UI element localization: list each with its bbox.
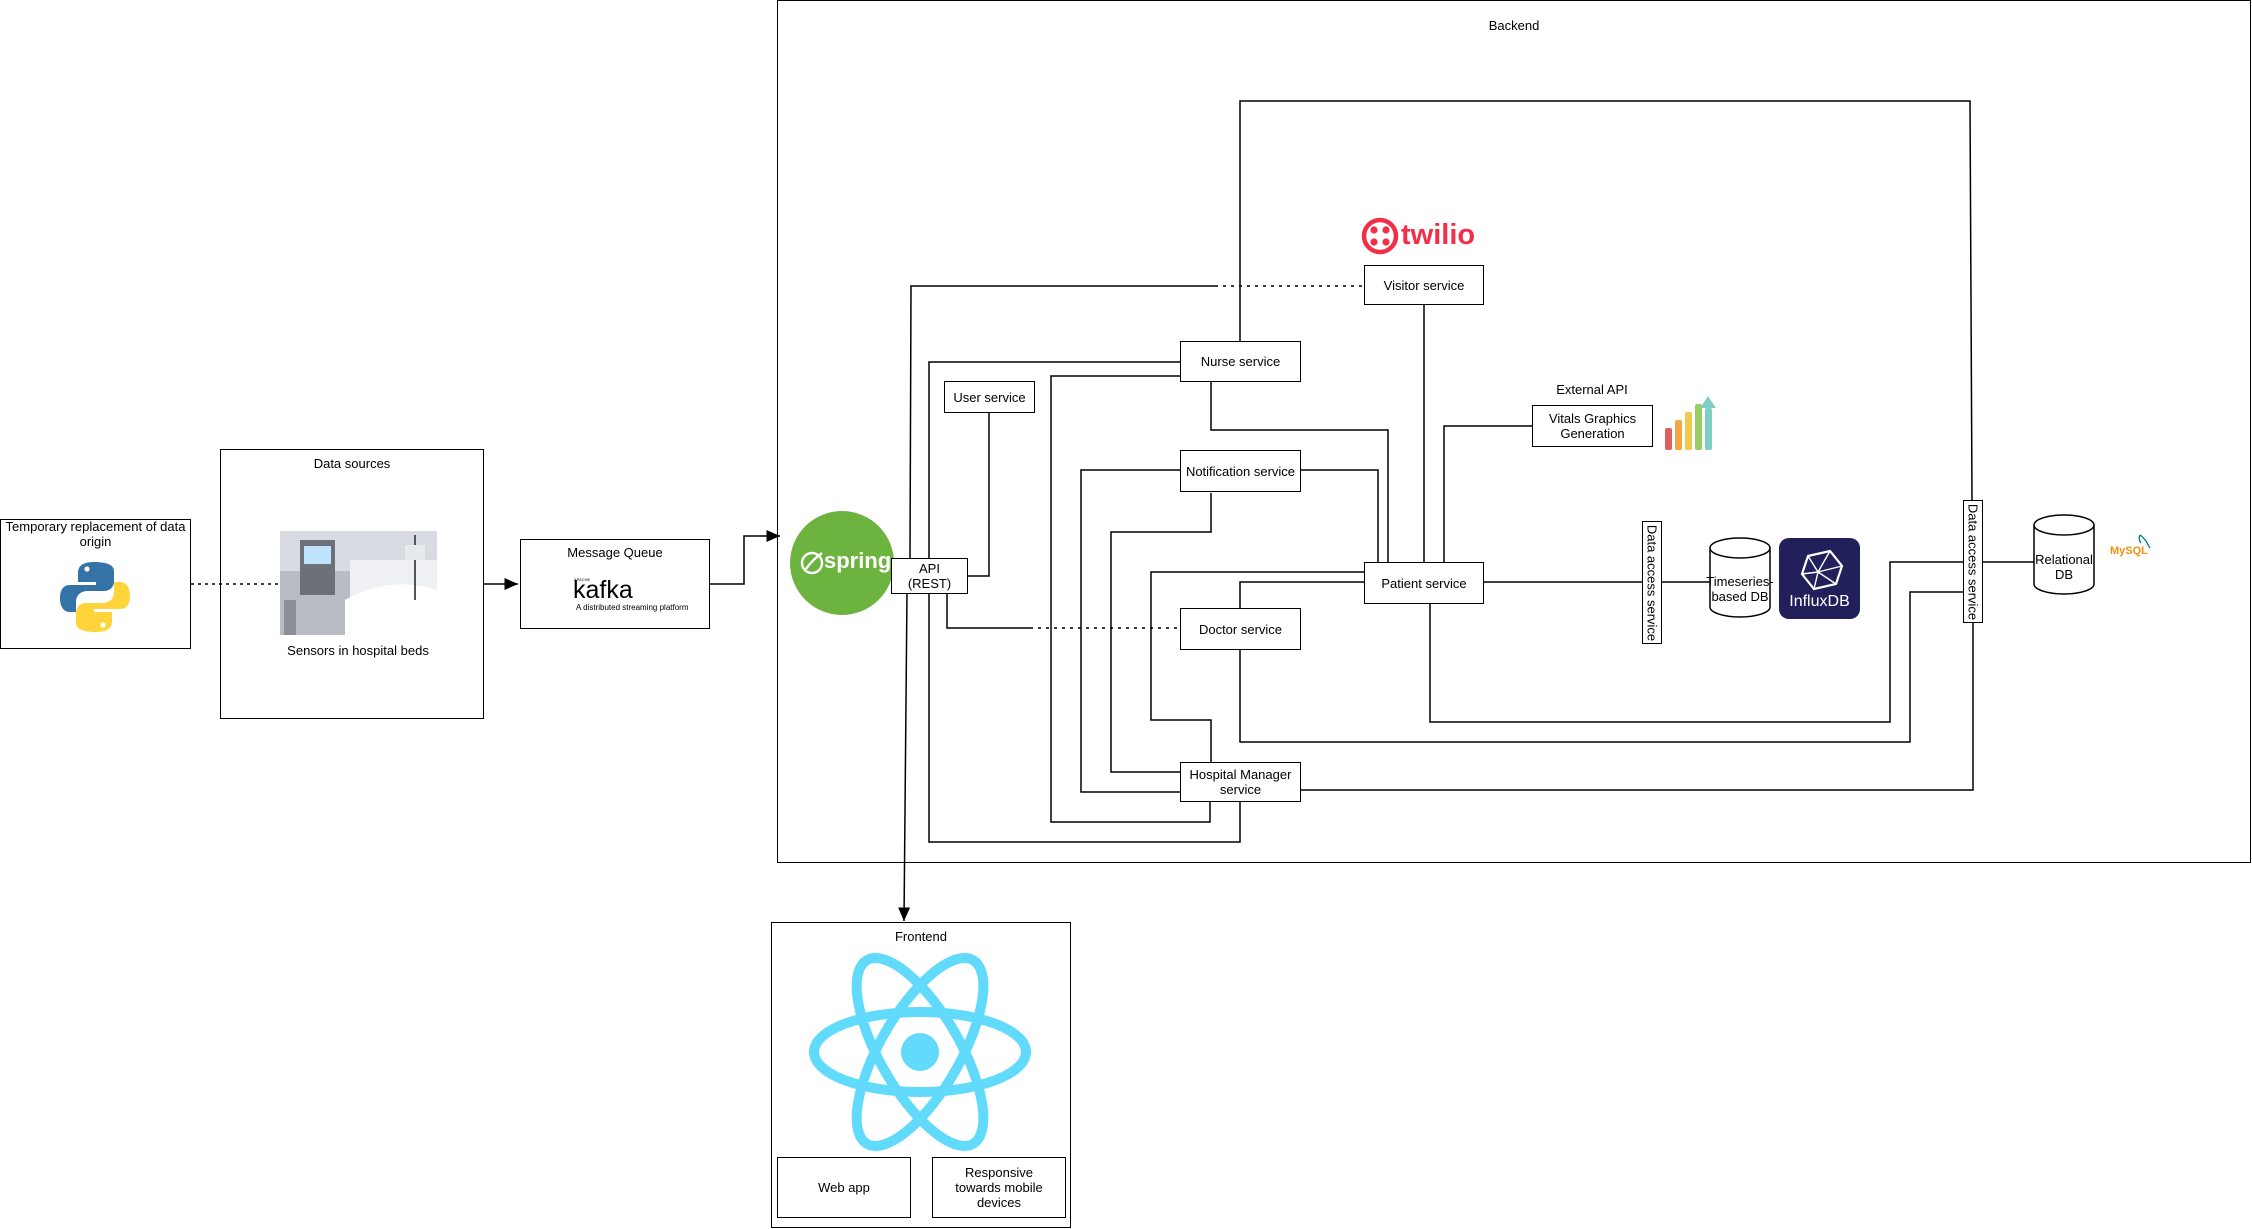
vitals-graphics-label: Vitals Graphics Generation — [1548, 411, 1637, 441]
connector-api-to-visitor — [909, 285, 1215, 559]
mysql-wordmark: MySQL — [2110, 545, 2148, 557]
user-service-label: User service — [953, 389, 1026, 405]
connector-top-loop — [1239, 100, 1973, 501]
message-queue-container — [520, 539, 710, 629]
twilio-wordmark: twilio — [1401, 219, 1476, 251]
api-label: API (REST) — [907, 561, 952, 591]
connector-kafka-to-backend — [710, 530, 780, 585]
patient-service-label: Patient service — [1381, 575, 1467, 591]
hospital-manager-service-box: Hospital Manager service — [1180, 762, 1301, 802]
react-logo-icon — [809, 953, 1031, 1151]
api-box: API (REST) — [891, 558, 968, 594]
kafka-super-text: APACHE — [574, 577, 591, 582]
frontend-container — [771, 922, 1071, 1228]
web-app-box: Web app — [777, 1157, 911, 1218]
kafka-wordmark: kafka — [573, 576, 633, 604]
data-access-service-1-label: Data access service — [1644, 524, 1660, 641]
influxdb-logo-icon — [1779, 538, 1860, 619]
connector-api-to-frontend — [898, 591, 911, 922]
timeseries-db-label: Timeseries-based DB — [1706, 574, 1774, 604]
data-access-service-1: Data access service — [1642, 521, 1662, 644]
backend-container — [777, 0, 2251, 863]
patient-service-box: Patient service — [1364, 562, 1484, 604]
user-service-box: User service — [944, 381, 1035, 413]
vitals-graphics-box: Vitals Graphics Generation — [1532, 405, 1653, 447]
react-logo-core — [901, 1033, 939, 1071]
spring-leaf-icon — [800, 551, 824, 575]
sensors-caption: Sensors in hospital beds — [287, 643, 429, 658]
bar-chart-icon — [1665, 396, 1716, 450]
message-queue-title: Message Queue — [567, 545, 663, 560]
notification-service-box: Notification service — [1180, 450, 1301, 492]
connector-api-nurse-loop — [928, 361, 1241, 843]
spring-logo-circle — [790, 511, 894, 615]
data-access-service-2-label: Data access service — [1965, 503, 1981, 620]
data-access-service-2: Data access service — [1963, 500, 1983, 623]
responsive-box: Responsive towards mobile devices — [932, 1157, 1066, 1218]
origin-container — [0, 519, 191, 649]
visitor-service-box: Visitor service — [1364, 265, 1484, 305]
notification-service-label: Notification service — [1185, 463, 1296, 479]
nurse-service-label: Nurse service — [1200, 354, 1281, 369]
influxdb-wordmark: InfluxDB — [1789, 593, 1850, 610]
doctor-service-label: Doctor service — [1198, 621, 1283, 637]
frontend-title: Frontend — [894, 929, 948, 944]
doctor-service-box: Doctor service — [1180, 608, 1301, 650]
kafka-tagline: A distributed streaming platform — [576, 603, 689, 612]
mysql-dolphin-icon — [2138, 534, 2151, 549]
hospital-manager-service-label: Hospital Manager service — [1189, 767, 1292, 797]
data-sources-title: Data sources — [313, 456, 391, 471]
web-app-label: Web app — [818, 1180, 870, 1195]
hospital-bed-photo — [280, 531, 437, 635]
spring-wordmark: spring — [824, 548, 892, 573]
visitor-service-label: Visitor service — [1383, 277, 1465, 293]
python-logo-icon — [60, 562, 130, 632]
origin-title: Temporary replacement of data origin — [5, 519, 186, 549]
responsive-label: Responsive towards mobile devices — [955, 1165, 1043, 1210]
relational-db-cylinder — [2033, 514, 2095, 595]
nurse-service-box: Nurse service — [1180, 341, 1301, 382]
backend-title: Backend — [1488, 18, 1540, 33]
timeseries-db-cylinder — [1709, 537, 1771, 618]
data-sources-container — [220, 449, 484, 719]
external-api-title: External API — [1556, 382, 1628, 397]
twilio-logo-icon — [1361, 217, 1399, 255]
relational-db-label: Relational DB — [2035, 552, 2093, 582]
